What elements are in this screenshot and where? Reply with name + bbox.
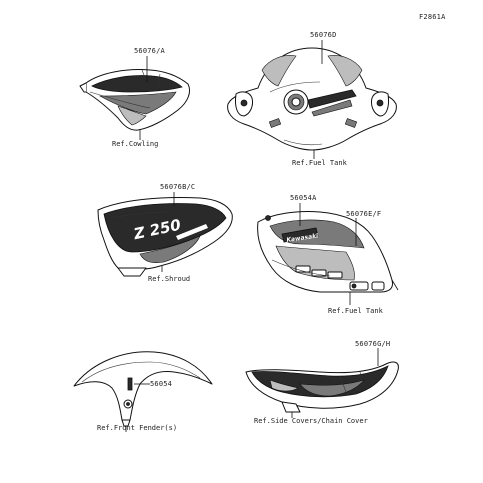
- shroud-part-number: 56076B/C: [160, 183, 195, 191]
- shroud-reference: Ref.Shroud: [148, 275, 190, 283]
- fuel-tank-side-part-number-b: 56076E/F: [346, 210, 381, 218]
- shroud-drawing: Z 250: [97, 197, 233, 277]
- cowling-decal-group: 56076/A Ref.Cowling: [79, 47, 191, 148]
- shroud-decal-group: Z 250 56076B/C Ref.Shroud: [97, 183, 233, 283]
- cowling-reference: Ref.Cowling: [112, 140, 158, 148]
- svg-text:Kawasaki: Kawasaki: [286, 232, 320, 244]
- fuel-tank-top-drawing: [227, 47, 397, 151]
- fuel-tank-top-part-number: 56076D: [310, 31, 337, 39]
- side-covers-part-number: 56076G/H: [355, 340, 390, 348]
- fuel-tank-side-reference: Ref.Fuel Tank: [328, 307, 384, 315]
- figure-code: F2861A: [419, 13, 446, 21]
- side-covers-drawing: [245, 361, 399, 413]
- fuel-tank-side-part-number-a: 56054A: [290, 194, 317, 202]
- side-covers-decal-group: 56076G/H Ref.Side Covers/Chain Cover: [245, 340, 399, 425]
- fuel-tank-side-decal-group: Kawasaki 56054A 56076E/F Ref.Fuel Tank: [257, 194, 399, 315]
- cowling-part-number: 56076/A: [134, 47, 165, 55]
- side-covers-reference: Ref.Side Covers/Chain Cover: [254, 417, 368, 425]
- fuel-tank-top-decal-group: 56076D Ref.Fuel Tank: [227, 31, 397, 167]
- front-fender-drawing: [73, 351, 213, 427]
- fuel-tank-side-drawing: Kawasaki: [257, 211, 399, 293]
- cowling-drawing: [79, 69, 191, 131]
- front-fender-reference: Ref.Front Fender(s): [97, 424, 177, 432]
- fuel-tank-top-reference: Ref.Fuel Tank: [292, 159, 348, 167]
- front-fender-part-number: 56054: [150, 380, 172, 388]
- front-fender-decal-group: 56054 Ref.Front Fender(s): [73, 351, 213, 432]
